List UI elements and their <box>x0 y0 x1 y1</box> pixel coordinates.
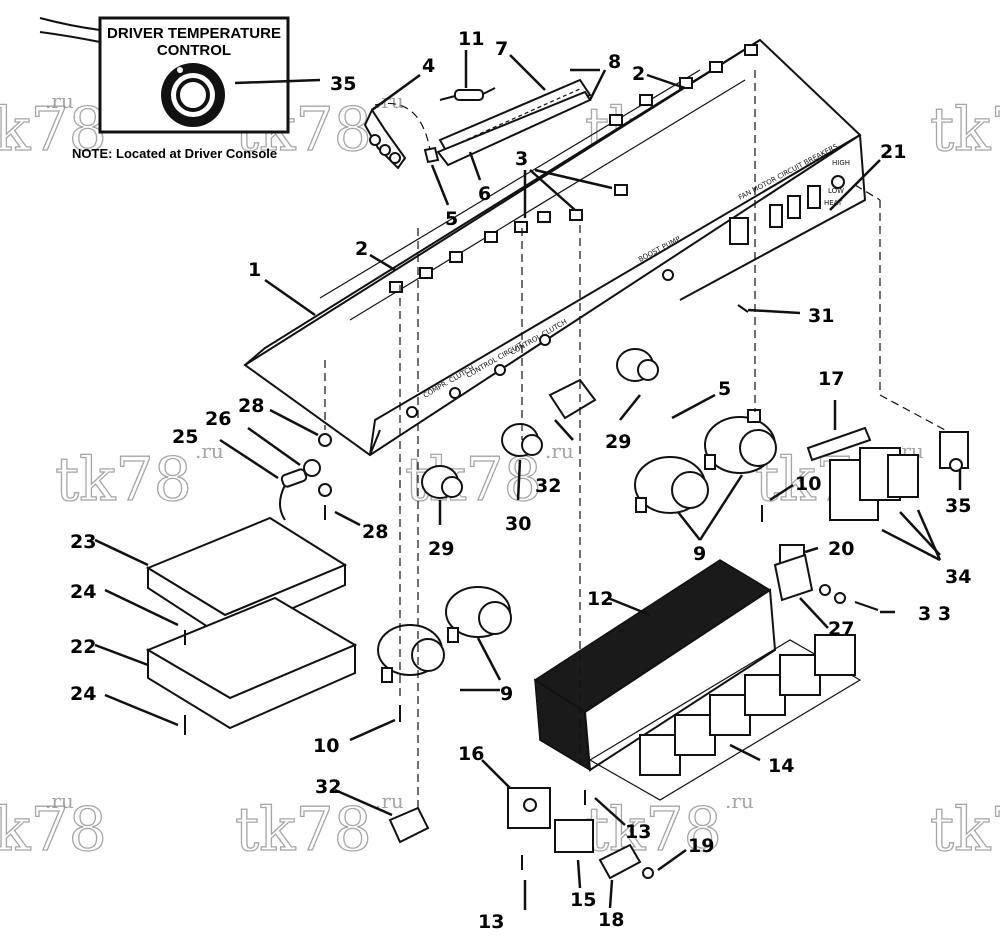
alignment-lines <box>324 70 946 810</box>
callout-1: 1 <box>248 259 261 281</box>
callout-10: 10 <box>313 735 339 757</box>
watermark-suffix: .ru <box>45 89 74 113</box>
resistor-icon <box>439 87 496 101</box>
relay-27 <box>773 553 846 604</box>
watermark-text: tk78 <box>585 795 722 865</box>
callout-31: 31 <box>808 305 834 327</box>
relay-box-base <box>145 596 358 730</box>
callout-28: 28 <box>362 521 388 543</box>
temperature-knob-icon <box>161 63 225 127</box>
callout-22: 22 <box>70 636 96 658</box>
callout-24: 24 <box>70 581 96 603</box>
callout-27: 27 <box>828 618 854 640</box>
callout-10: 10 <box>795 473 821 495</box>
switch-30 <box>501 423 543 457</box>
callout-35: 35 <box>945 495 971 517</box>
solenoid-left-pair <box>377 586 512 683</box>
callout-17: 17 <box>818 368 844 390</box>
watermark-text: tk78 <box>235 795 372 865</box>
callout-16: 16 <box>458 743 484 765</box>
watermark-text: tk78 <box>0 95 107 165</box>
inset-title-line2: CONTROL <box>157 42 231 59</box>
callout-6: 6 <box>478 183 491 205</box>
callout-18: 18 <box>598 909 624 931</box>
callout-24: 24 <box>70 683 96 705</box>
strap-17 <box>806 426 872 462</box>
inset-title-line1: DRIVER TEMPERATURE <box>107 25 281 42</box>
leader-lines <box>94 50 962 910</box>
callout-2: 2 <box>355 238 368 260</box>
callout-8: 8 <box>608 51 621 73</box>
inset-note: NOTE: Located at Driver Console <box>72 146 277 161</box>
callout-4: 4 <box>422 55 435 77</box>
fan-motor-circuit-breakers <box>729 175 845 245</box>
callout-12: 12 <box>587 588 613 610</box>
callout-15: 15 <box>570 889 596 911</box>
callout-13: 13 <box>625 821 651 843</box>
callout-11: 11 <box>458 28 484 50</box>
relay-box-cover <box>145 516 348 640</box>
watermark-suffix: .ru <box>725 789 754 813</box>
driver-temperature-control-inset: DRIVER TEMPERATURE CONTROL NOTE: Located… <box>39 16 290 161</box>
solenoid-right-pair <box>634 409 777 514</box>
bracket-16 <box>507 787 551 829</box>
callout-3: 3 <box>515 148 528 170</box>
callout-20: 20 <box>828 538 854 560</box>
callout-30: 30 <box>505 513 531 535</box>
callout-28: 28 <box>238 395 264 417</box>
watermark-suffix: .ru <box>195 439 224 463</box>
watermark-text: tk78 <box>0 795 107 865</box>
callout-23: 23 <box>70 531 96 553</box>
callout-32: 32 <box>535 475 561 497</box>
clip-32-lower <box>388 806 430 844</box>
callout-29: 29 <box>605 431 631 453</box>
label-low: LOW <box>828 187 844 195</box>
cable-25 <box>279 433 332 521</box>
bracket-18 <box>598 843 642 880</box>
toggle-switch-35 <box>939 431 969 472</box>
watermark-suffix: .ru <box>375 89 404 113</box>
connector-19 <box>642 867 654 879</box>
callout-26: 26 <box>205 408 231 430</box>
callout-2: 2 <box>632 63 645 85</box>
callout-32: 32 <box>315 776 341 798</box>
watermark-text: tk78 <box>930 95 1000 165</box>
callout-5: 5 <box>445 208 458 230</box>
callout-9: 9 <box>500 683 513 705</box>
relay-block-12 <box>533 559 777 772</box>
callout-33: 3 3 <box>918 603 951 625</box>
watermark-suffix: .ru <box>45 789 74 813</box>
callout-35: 35 <box>330 73 356 95</box>
watermark-text: tk78 <box>55 445 192 515</box>
callout-5: 5 <box>718 378 731 400</box>
callout-34: 34 <box>945 566 971 588</box>
panel-mounting-nuts <box>389 44 758 293</box>
callout-21: 21 <box>880 141 906 163</box>
relay-set-14 <box>588 634 862 801</box>
pressure-switch-29-lower <box>421 465 463 499</box>
pressure-switch-29-upper <box>616 348 659 382</box>
callout-19: 19 <box>688 835 714 857</box>
flasher-15 <box>554 819 594 853</box>
label-high: HIGH <box>832 159 850 167</box>
label-heat: HEAT <box>824 199 843 207</box>
callout-9: 9 <box>693 543 706 565</box>
callout-25: 25 <box>172 426 198 448</box>
clip-32-upper <box>548 378 597 420</box>
callout-14: 14 <box>768 755 794 777</box>
watermark-text: tk78 <box>930 795 1000 865</box>
callout-7: 7 <box>495 38 508 60</box>
callout-13: 13 <box>478 911 504 933</box>
callout-29: 29 <box>428 538 454 560</box>
switch-bank-34 <box>829 447 919 521</box>
watermark-suffix: .ru <box>545 439 574 463</box>
resistor-strip-assembly <box>436 78 592 167</box>
callout-numbers: 1 2 2 3 4 5 5 6 7 8 9 9 10 10 11 12 13 1… <box>70 28 971 933</box>
hardware-bolts <box>184 304 879 870</box>
